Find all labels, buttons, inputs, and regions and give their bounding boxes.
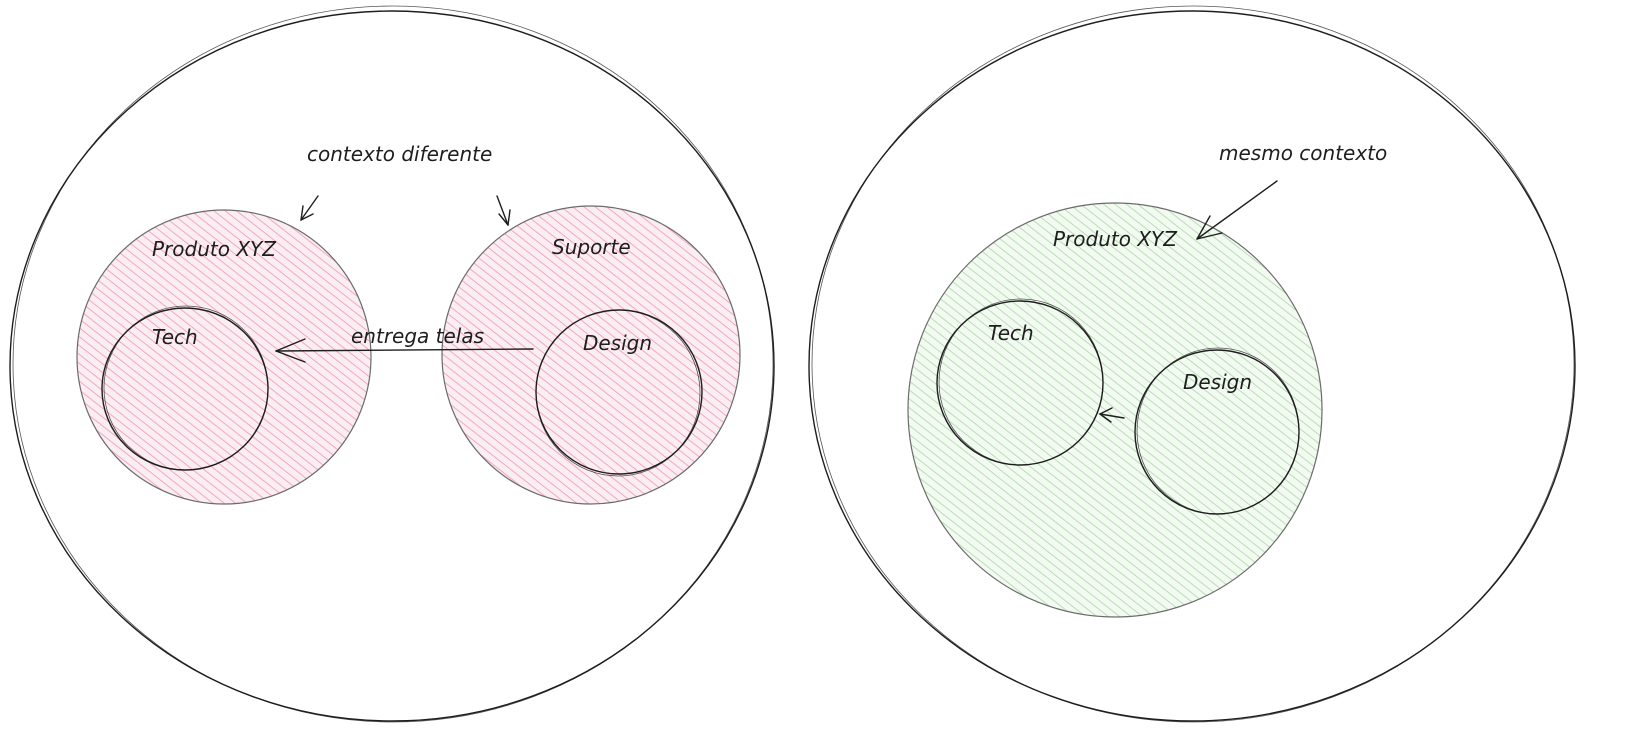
left-suporte-circle — [441, 205, 741, 505]
right-design-label: Design — [1183, 370, 1252, 394]
left-outer-circle — [9, 5, 775, 723]
right-design-to-tech-arrow — [1099, 407, 1125, 423]
left-produto-circle — [76, 209, 372, 505]
entrega-telas-arrow — [275, 338, 534, 363]
left-suporte-label: Suporte — [552, 235, 631, 259]
left-annotation-label: contexto diferente — [307, 142, 492, 166]
left-produto-label: Produto XYZ — [152, 237, 277, 261]
right-outer-circle — [808, 5, 1576, 723]
right-design-circle — [1134, 347, 1300, 515]
right-produto-label: Produto XYZ — [1053, 227, 1178, 251]
right-annotation-arrow — [1196, 180, 1278, 240]
right-produto-circle — [907, 202, 1323, 618]
left-annotation-arrow-produto — [300, 195, 319, 221]
left-design-circle — [535, 309, 703, 477]
left-tech-label: Tech — [152, 325, 198, 349]
left-annotation-arrow-suporte — [496, 195, 511, 226]
right-annotation-label: mesmo contexto — [1219, 141, 1387, 165]
entrega-telas-label: entrega telas — [351, 324, 484, 348]
right-tech-circle — [936, 298, 1104, 466]
right-tech-label: Tech — [988, 321, 1034, 345]
left-design-label: Design — [583, 331, 652, 355]
left-tech-circle — [101, 305, 269, 471]
